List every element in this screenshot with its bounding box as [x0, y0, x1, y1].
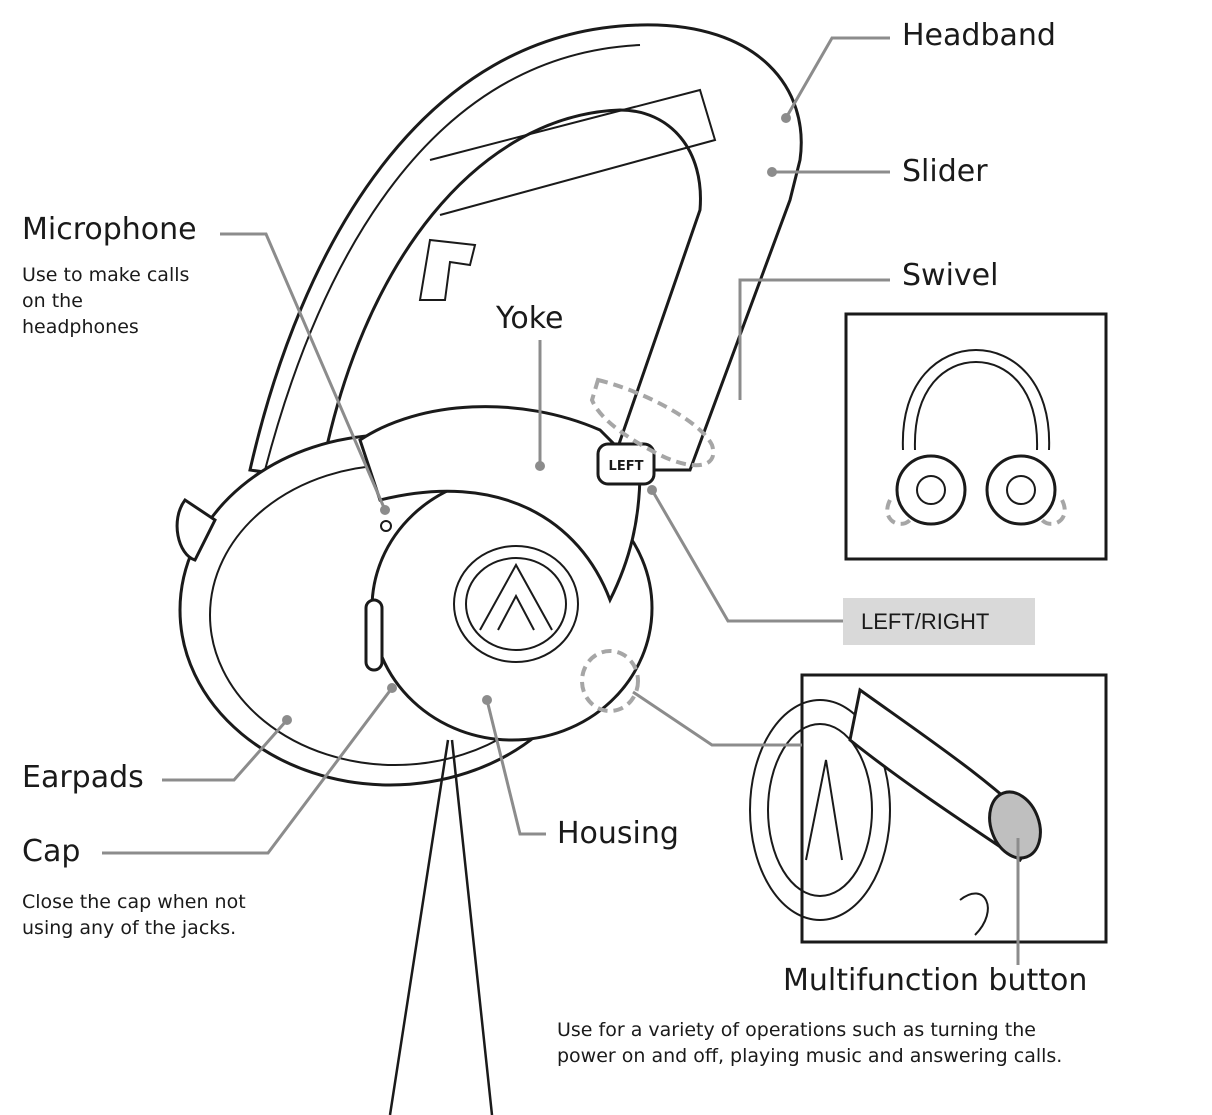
logo-mark [479, 562, 553, 631]
microphone-description: Use to make calls on the headphones [22, 264, 190, 338]
slider-label: Slider [902, 154, 988, 189]
housing-label: Housing [557, 816, 679, 851]
left-badge [596, 442, 656, 486]
button-highlight [580, 649, 640, 713]
earcup-shape [175, 405, 654, 787]
swivel-inset [844, 312, 1108, 561]
leader-lines [102, 36, 1020, 1115]
earpads-label: Earpads [22, 760, 144, 795]
left-badge-text: LEFT [609, 459, 644, 474]
cap-label: Cap [22, 834, 81, 869]
multifunction-description: Use for a variety of operations such as … [557, 1019, 1063, 1067]
microphone-label: Microphone [22, 212, 197, 247]
swivel-label: Swivel [902, 258, 999, 293]
button-closeup-inset [749, 673, 1108, 944]
left-right-label: LEFT/RIGHT [843, 598, 1035, 645]
yoke-label: Yoke [496, 301, 564, 336]
swivel-highlight [589, 377, 716, 468]
headband-shape [248, 23, 803, 482]
cap-description: Close the cap when not using any of the … [22, 891, 246, 939]
multifunction-button-label: Multifunction button [783, 963, 1088, 998]
headband-label: Headband [902, 18, 1056, 53]
